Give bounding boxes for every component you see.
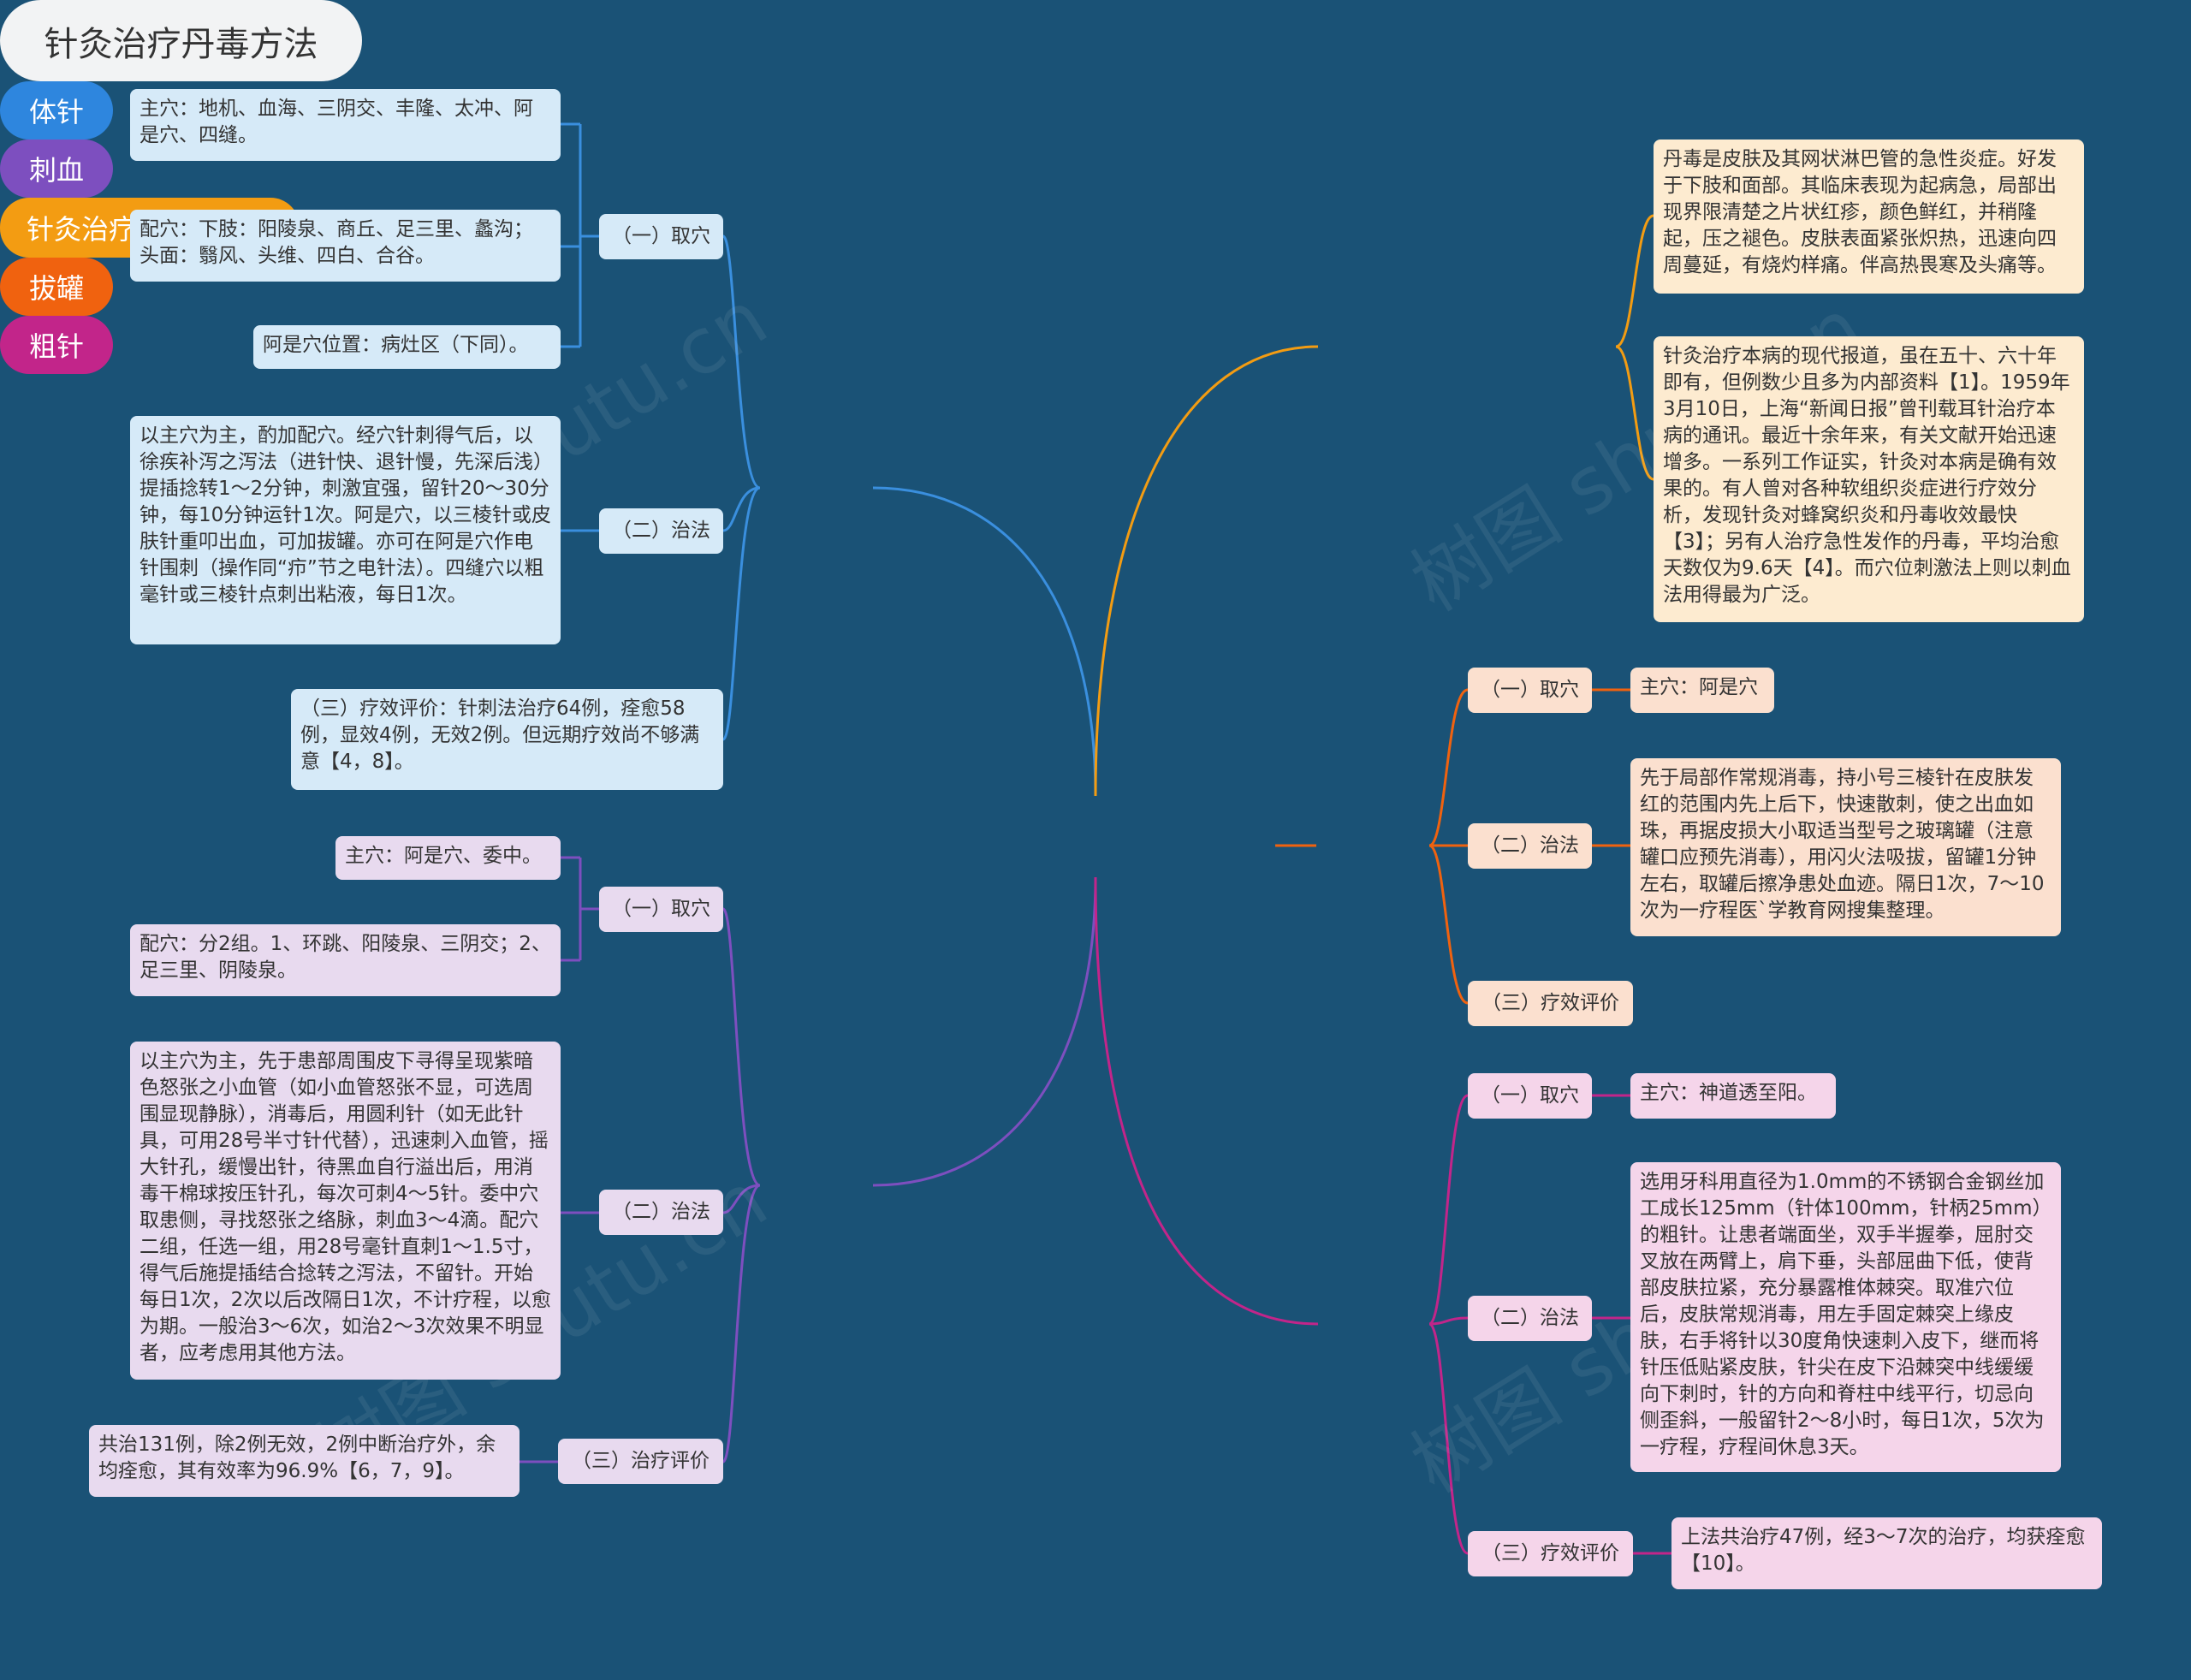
baguan-quxue-text[interactable]: 主穴：阿是穴: [1630, 668, 1774, 713]
link-cixue-sub2: [722, 1184, 761, 1214]
intro-history[interactable]: 针灸治疗本病的现代报道，虽在五十、六十年即有，但例数少且多为内部资料【1】。19…: [1654, 336, 2084, 622]
link-cuzhen-sub3: [1428, 1322, 1469, 1555]
link-root-cuzhen: [1094, 876, 1319, 1326]
cuzhen-sub-liaoxiao[interactable]: （三）疗效评价: [1468, 1531, 1633, 1576]
tizhen-sub-liaoxiao[interactable]: （三）疗效评价：针刺法治疗64例，痊愈58例，显效4例，无效2例。但远期疗效尚不…: [291, 689, 723, 790]
cixue-sub-quxue[interactable]: （一）取穴: [599, 887, 723, 932]
cixue-sub-pingjia[interactable]: （三）治疗评价: [558, 1439, 723, 1484]
cixue-zhifa-text[interactable]: 以主穴为主，先于患部周围皮下寻得呈现紫暗色怒张之小血管（如小血管怒张不显，可选周…: [130, 1042, 561, 1380]
intro-definition[interactable]: 丹毒是皮肤及其网状淋巴管的急性炎症。好发于下肢和面部。其临床表现为起病急，局部出…: [1654, 140, 2084, 294]
baguan-sub-liaoxiao[interactable]: （三）疗效评价: [1468, 981, 1633, 1026]
link-tizhen-sub1-leaves: [561, 122, 599, 348]
link-cixue-sub1-leaves: [561, 856, 599, 962]
cuzhen-sub-quxue[interactable]: （一）取穴: [1468, 1073, 1592, 1119]
link-tizhen-sub3: [721, 486, 761, 741]
link-baguan-sub3: [1428, 844, 1469, 1005]
link-root-tizhen: [872, 486, 1097, 797]
link-cuzhen-leaves: [1592, 1094, 1671, 1555]
cixue-pingjia-text[interactable]: 共治131例，除2例无效，2例中断治疗外，余均痊愈，其有效率为96.9%【6，7…: [89, 1425, 520, 1497]
link-baguan-leaves: [1592, 688, 1630, 847]
link-root-intro: [1094, 345, 1319, 797]
tizhen-sub-zhifa[interactable]: （二）治法: [599, 508, 723, 554]
baguan-sub-quxue[interactable]: （一）取穴: [1468, 668, 1592, 713]
link-cixue-sub1: [721, 907, 761, 1187]
cuzhen-quxue-text[interactable]: 主穴：神道透至阳。: [1630, 1073, 1836, 1119]
link-cuzhen-sub1: [1428, 1094, 1469, 1326]
link-cuzhen-sub2: [1428, 1316, 1469, 1326]
branch-baguan[interactable]: 拔罐: [0, 258, 113, 316]
branch-cixue[interactable]: 刺血: [0, 140, 113, 198]
branch-tizhen[interactable]: 体针: [0, 81, 113, 140]
tizhen-sub-quxue[interactable]: （一）取穴: [599, 214, 723, 259]
tizhen-quxue-location[interactable]: 阿是穴位置：病灶区（下同）。: [253, 325, 561, 369]
link-tizhen-sub2: [722, 486, 761, 532]
root-topic[interactable]: 针灸治疗丹毒方法: [0, 0, 362, 81]
baguan-zhifa-text[interactable]: 先于局部作常规消毒，持小号三棱针在皮肤发红的范围内先上后下，快速散刺，使之出血如…: [1630, 758, 2061, 936]
cuzhen-sub-zhifa[interactable]: （二）治法: [1468, 1296, 1592, 1341]
tizhen-zhifa-text[interactable]: 以主穴为主，酌加配穴。经穴针刺得气后，以徐疾补泻之泻法（进针快、退针慢，先深后浅…: [130, 416, 561, 644]
cuzhen-liaoxiao-text[interactable]: 上法共治疗47例，经3～7次的治疗，均获痊愈【10】。: [1671, 1517, 2102, 1589]
cuzhen-zhifa-text[interactable]: 选用牙科用直径为1.0mm的不锈钢合金钢丝加工成长125mm（针体100mm，针…: [1630, 1162, 2061, 1472]
link-tizhen-sub1: [721, 234, 761, 490]
tizhen-quxue-sub-points[interactable]: 配穴：下肢：阳陵泉、商丘、足三里、蠡沟；头面：翳风、头维、四白、合谷。: [130, 210, 561, 282]
baguan-sub-zhifa[interactable]: （二）治法: [1468, 823, 1592, 869]
tizhen-quxue-main-points[interactable]: 主穴：地机、血海、三阴交、丰隆、太冲、阿是穴、四缝。: [130, 89, 561, 161]
cixue-quxue-sub-points[interactable]: 配穴：分2组。1、环跳、阳陵泉、三阴交；2、足三里、阴陵泉。: [130, 924, 561, 996]
cixue-sub-zhifa[interactable]: （二）治法: [599, 1190, 723, 1235]
branch-cuzhen[interactable]: 粗针: [0, 316, 113, 374]
link-root-cixue: [872, 876, 1097, 1187]
link-cixue-sub3: [721, 1184, 761, 1463]
link-baguan-sub1: [1428, 688, 1469, 847]
cixue-quxue-main-points[interactable]: 主穴：阿是穴、委中。: [335, 836, 561, 880]
link-intro-leaves: [1615, 214, 1654, 481]
